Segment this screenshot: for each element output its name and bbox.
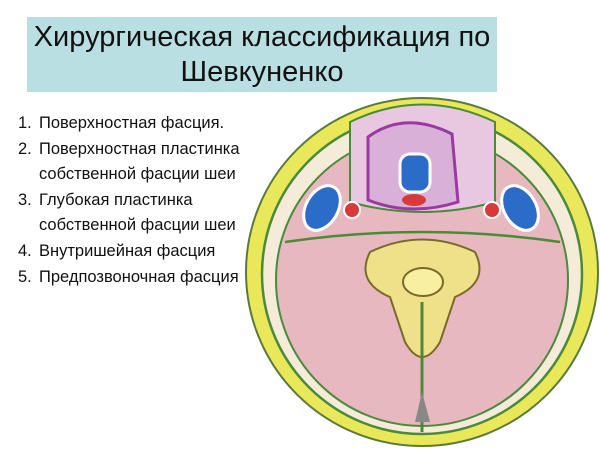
vertebra xyxy=(364,238,481,358)
right-carotid-artery xyxy=(483,201,501,219)
esophagus xyxy=(402,194,426,206)
right-jugular-vein xyxy=(500,184,540,232)
list-item: 5.Предпозвоночная фасция xyxy=(18,268,239,286)
trachea xyxy=(398,152,432,194)
list-item: 3.Глубокая пластинка собственной фасции … xyxy=(18,191,236,234)
ligament xyxy=(415,392,430,422)
list-item: 1.Поверхностная фасция. xyxy=(18,114,225,132)
neck-cross-section-illustration xyxy=(245,97,599,447)
left-jugular-vein xyxy=(302,184,342,232)
prevertebral-fascia xyxy=(284,230,561,244)
list-item: 4.Внутришейная фасция xyxy=(18,242,216,260)
fascia-list: 1.Поверхностная фасция. 2.Поверхностная … xyxy=(18,111,263,291)
slide-title: Хирургическая классификация по Шевкуненк… xyxy=(27,17,497,92)
left-carotid-artery xyxy=(343,201,361,219)
list-item: 2.Поверхностная пластинка собственной фа… xyxy=(18,140,240,183)
spinal-cord xyxy=(402,267,444,297)
